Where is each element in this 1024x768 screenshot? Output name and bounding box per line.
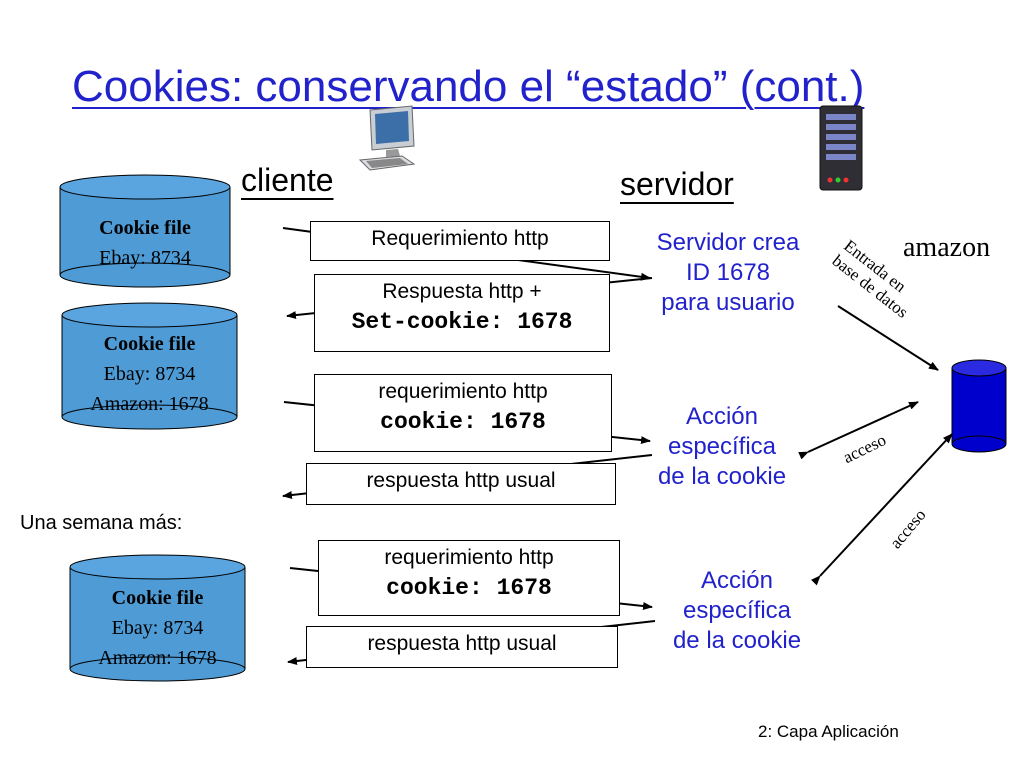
- cookie-file-2-ebay: Ebay: 8734: [103, 363, 196, 385]
- message-box-response-2: respuesta http usual: [306, 463, 616, 505]
- arrow-db-access-2: [810, 433, 953, 586]
- server-tower-icon: [819, 105, 863, 191]
- cookie-file-1-text: Cookie file Ebay: 8734: [60, 213, 230, 273]
- server-action-3-line-1: Acción: [700, 567, 774, 594]
- cookie-file-2-heading: Cookie file: [103, 333, 196, 355]
- message-box-request-1: Requerimiento http: [310, 221, 610, 261]
- message-box-response-1: Respuesta http + Set-cookie: 1678: [314, 274, 610, 352]
- message-box-request-2: requerimiento http cookie: 1678: [314, 374, 612, 452]
- server-header: servidor: [620, 166, 734, 202]
- message-4-line-1: respuesta http usual: [366, 469, 556, 492]
- message-3-line-2: cookie: 1678: [380, 409, 546, 435]
- cookie-file-3-amazon: Amazon: 1678: [98, 647, 217, 669]
- server-action-1-line-2: ID 1678: [685, 259, 771, 286]
- message-2-line-1: Respuesta http +: [382, 280, 542, 303]
- message-5-line-2: cookie: 1678: [386, 575, 552, 601]
- client-header: cliente: [241, 162, 334, 198]
- amazon-label: amazon: [903, 232, 991, 263]
- server-action-2-line-3: de la cookie: [657, 463, 787, 490]
- database-cylinder: [951, 359, 1007, 453]
- cookie-file-3-heading: Cookie file: [111, 587, 204, 609]
- server-action-create-id: Servidor crea ID 1678 para usuario: [628, 228, 828, 318]
- cookie-file-3-ebay: Ebay: 8734: [111, 617, 204, 639]
- server-action-cookie-1: Acción específica de la cookie: [622, 402, 822, 492]
- cookie-file-cylinder-3: [69, 554, 246, 682]
- desktop-computer-icon: [358, 105, 416, 171]
- page-title: Cookies: conservando el “estado” (cont.): [72, 62, 865, 111]
- server-action-2-line-2: específica: [667, 433, 777, 460]
- week-later-label: Una semana más:: [20, 512, 183, 534]
- cookie-file-cylinder-2: [61, 302, 238, 430]
- arrow-db-entry: [837, 305, 939, 371]
- message-1-line-1: Requerimiento http: [371, 227, 549, 250]
- server-action-1-line-1: Servidor crea: [656, 229, 800, 256]
- message-5-line-1: requerimiento http: [384, 546, 554, 569]
- footer-label: 2: Capa Aplicación: [758, 722, 899, 741]
- cookie-file-1-heading: Cookie file: [99, 217, 191, 239]
- message-2-line-2: Set-cookie: 1678: [351, 309, 573, 335]
- cookie-file-3-text: Cookie file Ebay: 8734 Amazon: 1678: [70, 583, 245, 673]
- cookie-file-2-text: Cookie file Ebay: 8734 Amazon: 1678: [62, 329, 237, 419]
- message-box-response-3: respuesta http usual: [306, 626, 618, 668]
- message-box-request-3: requerimiento http cookie: 1678: [318, 540, 620, 616]
- server-action-cookie-2: Acción específica de la cookie: [637, 566, 837, 656]
- cookie-file-cylinder-1: [59, 174, 231, 288]
- message-3-line-1: requerimiento http: [378, 380, 548, 403]
- server-action-2-line-1: Acción: [685, 403, 759, 430]
- cookie-file-2-amazon: Amazon: 1678: [90, 393, 209, 415]
- message-6-line-1: respuesta http usual: [367, 632, 557, 655]
- cookie-file-1-ebay: Ebay: 8734: [99, 247, 191, 269]
- server-action-3-line-2: específica: [682, 597, 792, 624]
- server-action-1-line-3: para usuario: [661, 289, 795, 316]
- server-action-3-line-3: de la cookie: [672, 627, 802, 654]
